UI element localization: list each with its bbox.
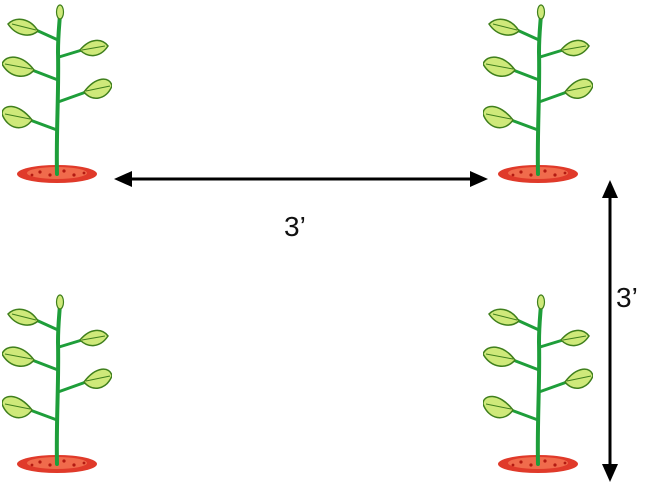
- vertical-spacing-label: 3’: [616, 282, 638, 313]
- horizontal-spacing-label: 3’: [284, 211, 306, 242]
- horizontal-spacing-arrow: [114, 171, 488, 187]
- vertical-spacing-arrow: [602, 180, 618, 482]
